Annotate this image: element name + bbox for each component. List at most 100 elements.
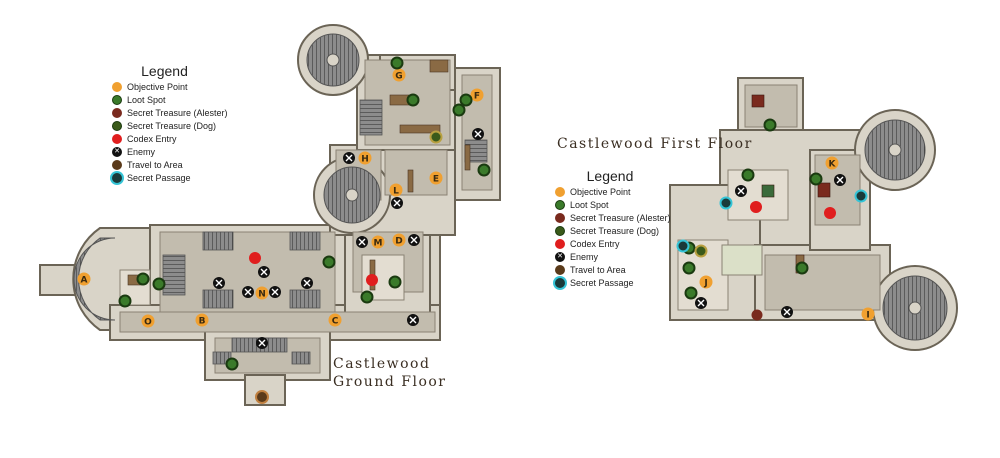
legend-row: ✕ Enemy <box>555 252 675 262</box>
loot-spot-icon <box>118 294 132 308</box>
legend-label: Secret Treasure (Alester) <box>127 108 228 118</box>
enemy-cross <box>271 288 279 296</box>
objective-letter: F <box>474 92 480 102</box>
enemy-cross <box>345 154 353 162</box>
legend-row: Codex Entry <box>555 239 675 249</box>
enemy-icon: ✕ <box>555 252 565 262</box>
objective-point-icon <box>141 314 155 328</box>
legend-row: Secret Passage <box>112 173 232 183</box>
secret-treasure-alester-icon <box>555 213 565 223</box>
enemy-cross <box>244 288 252 296</box>
legend-row: Secret Treasure (Dog) <box>555 226 675 236</box>
legend-title: Legend <box>141 63 188 79</box>
enemy-cross <box>358 238 366 246</box>
objective-point-icon <box>470 88 484 102</box>
objective-letter: K <box>829 160 837 170</box>
loot-spot-icon <box>136 272 150 286</box>
objective-point-icon <box>195 313 209 327</box>
legend-label: Loot Spot <box>570 200 609 210</box>
objective-letter: H <box>361 155 369 165</box>
codex-entry-icon <box>366 274 378 286</box>
legend-row: Objective Point <box>112 82 232 92</box>
legend-label: Secret Treasure (Alester) <box>570 213 671 223</box>
codex-entry-icon <box>555 239 565 249</box>
loot-spot-icon <box>684 286 698 300</box>
loot-spot-icon <box>477 163 491 177</box>
codex-entry-icon <box>112 134 122 144</box>
loot-spot-icon <box>322 255 336 269</box>
objective-point-icon <box>825 156 839 170</box>
ground-floor-title-line1: Castlewood <box>333 356 430 372</box>
loot-spot-icon <box>388 275 402 289</box>
loot-spot-icon <box>152 277 166 291</box>
enemy-cross <box>303 279 311 287</box>
secret-treasure-dog-icon <box>694 244 708 258</box>
secret-passage-icon <box>854 189 868 203</box>
codex-entry-icon <box>824 207 836 219</box>
objective-point-icon <box>77 272 91 286</box>
enemy-cross <box>393 199 401 207</box>
objective-letter: C <box>332 317 339 327</box>
travel-to-area-icon <box>112 160 122 170</box>
codex-entry-icon <box>249 252 261 264</box>
secret-passage-icon <box>112 173 122 183</box>
ground-floor-title-line2: Ground Floor <box>333 374 447 390</box>
loot-spot-icon <box>741 168 755 182</box>
secret-passage-icon <box>719 196 733 210</box>
loot-spot-icon <box>360 290 374 304</box>
legend-row: Loot Spot <box>555 200 675 210</box>
loot-spot-icon <box>406 93 420 107</box>
secret-treasure-dog-icon <box>555 226 565 236</box>
objective-point-icon <box>371 235 385 249</box>
legend-row: Secret Treasure (Alester) <box>112 108 232 118</box>
loot-spot-icon <box>763 118 777 132</box>
enemy-cross <box>260 268 268 276</box>
objective-letter: O <box>144 318 152 328</box>
objective-letter: B <box>199 317 206 327</box>
legend-label: Enemy <box>570 252 599 262</box>
secret-passage-icon <box>555 278 565 288</box>
enemy-cross <box>697 299 705 307</box>
loot-spot-icon <box>809 172 823 186</box>
loot-spot-icon <box>452 103 466 117</box>
enemy-cross <box>474 130 482 138</box>
loot-spot-icon <box>795 261 809 275</box>
legend-row: Loot Spot <box>112 95 232 105</box>
objective-point-icon <box>699 275 713 289</box>
straight-stairs-ground <box>162 99 488 365</box>
legend-row: Secret Treasure (Alester) <box>555 213 675 223</box>
objective-letter: L <box>393 187 399 197</box>
ground-floor-map <box>39 24 501 406</box>
codex-entry-icon <box>750 201 762 213</box>
secret-treasure-dog-icon <box>112 121 122 131</box>
travel-to-area-icon <box>255 390 269 404</box>
spiral-stairs-ground <box>73 33 381 321</box>
objective-letter: E <box>433 175 439 185</box>
objective-letter: M <box>374 239 383 249</box>
objective-point-icon <box>328 313 342 327</box>
objective-letter: A <box>81 276 88 286</box>
legend-row: ✕Enemy <box>112 147 232 157</box>
legend-label: Objective Point <box>570 187 631 197</box>
loot-spot-icon <box>682 261 696 275</box>
objective-letter: D <box>395 237 402 247</box>
objective-point-icon <box>861 307 875 321</box>
legend-row: Travel to Area <box>112 160 232 170</box>
legend-label: Secret Passage <box>127 173 191 183</box>
objective-letter: G <box>395 72 402 82</box>
enemy-cross <box>258 339 266 347</box>
loot-spot-icon <box>112 95 122 105</box>
objective-letter: J <box>703 279 707 289</box>
legend-label: Travel to Area <box>570 265 626 275</box>
loot-spot-icon <box>225 357 239 371</box>
legend-row: Secret Treasure (Dog) <box>112 121 232 131</box>
objective-point-icon <box>358 151 372 165</box>
loot-spot-icon <box>459 93 473 107</box>
secret-treasure-dog-icon <box>429 130 443 144</box>
